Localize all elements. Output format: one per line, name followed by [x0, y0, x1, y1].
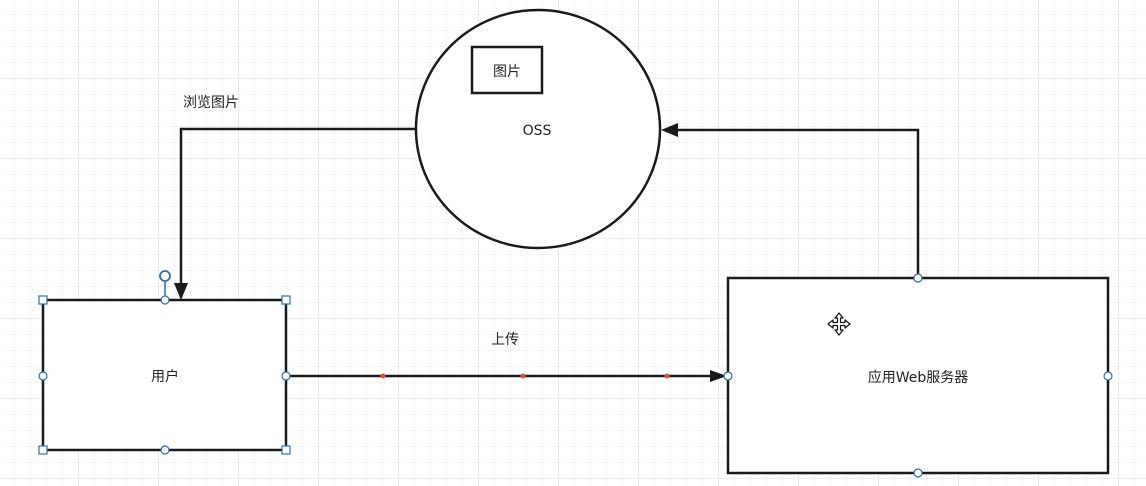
node-oss-label: OSS — [523, 123, 552, 139]
resize-handle[interactable] — [281, 295, 291, 305]
node-oss[interactable]: OSS — [414, 8, 662, 250]
edge-server-to-oss[interactable] — [661, 123, 920, 278]
node-image-label: 图片 — [493, 64, 521, 80]
arrowhead-icon — [174, 283, 188, 300]
connection-point[interactable] — [723, 371, 733, 381]
connection-point[interactable] — [160, 295, 170, 305]
edge-waypoint[interactable] — [380, 373, 386, 379]
edge-browse[interactable] — [174, 127, 416, 300]
node-web-server-label: 应用Web服务器 — [868, 369, 969, 386]
edge-waypoint[interactable] — [664, 373, 670, 379]
connection-point[interactable] — [160, 445, 170, 455]
edge-waypoint[interactable] — [520, 373, 526, 379]
selection-handles[interactable] — [38, 270, 291, 455]
move-cursor-icon — [827, 312, 851, 336]
resize-handle[interactable] — [281, 445, 291, 455]
node-user[interactable]: 用户 — [41, 298, 288, 452]
web-server-connection-points[interactable] — [723, 273, 1113, 478]
arrowhead-icon — [661, 123, 678, 137]
connection-point[interactable] — [281, 371, 291, 381]
connection-point[interactable] — [1103, 371, 1113, 381]
edge-upload[interactable] — [288, 370, 727, 382]
edge-browse-label: 浏览图片 — [183, 95, 239, 111]
node-user-label: 用户 — [151, 368, 179, 385]
connection-point[interactable] — [913, 468, 923, 478]
arrowhead-icon — [710, 370, 727, 382]
node-image[interactable]: 图片 — [470, 45, 544, 95]
node-web-server[interactable]: 应用Web服务器 — [726, 276, 1110, 475]
resize-handle[interactable] — [38, 295, 48, 305]
connection-point[interactable] — [38, 371, 48, 381]
resize-handle[interactable] — [38, 445, 48, 455]
connection-point[interactable] — [913, 273, 923, 283]
edge-upload-label: 上传 — [491, 332, 519, 348]
rotate-handle-icon[interactable] — [159, 270, 171, 282]
